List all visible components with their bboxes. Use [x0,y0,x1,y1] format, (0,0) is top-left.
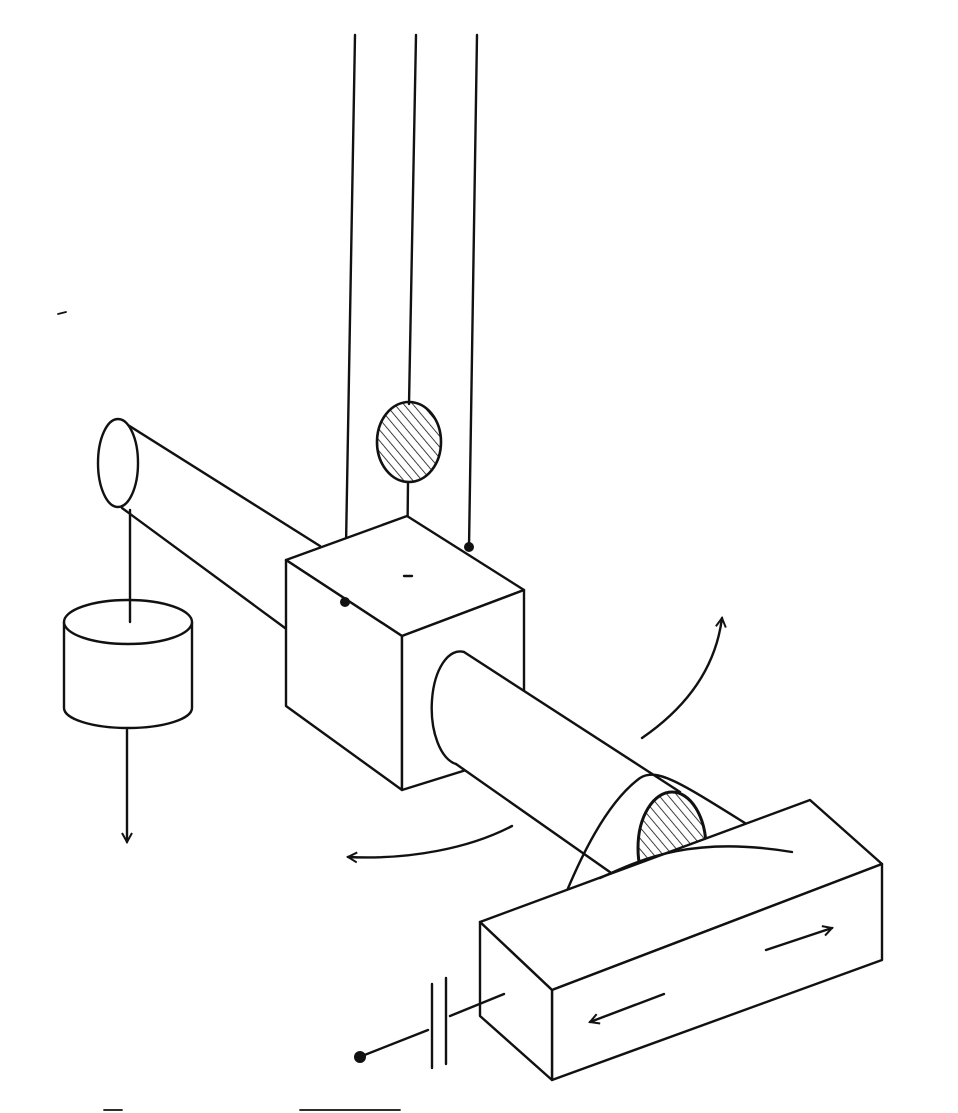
front-rod-back-end [430,650,466,766]
front-rod-body [456,652,672,900]
hatched-mirror-disc [375,400,443,484]
hanging-weight [62,508,194,842]
base-block-side-face [478,920,554,1082]
stray-marks [57,311,401,1111]
rotation-arrow-lower-left [348,824,514,857]
rotation-arrow-upper-right [640,618,722,740]
rear-rod-body [120,420,318,632]
contact-wire-over-block [598,845,794,880]
base-block [478,798,884,1082]
rear-rod-bottom-edge [120,506,287,630]
capacitor [354,976,506,1070]
block-translation-arrow-left [590,992,666,1022]
stray-mark-left [57,311,67,315]
central-cube [284,514,526,792]
weight-body [62,620,194,730]
contact-wire [546,773,794,942]
suspension-wires [343,33,479,604]
terminal-dot [354,1051,366,1063]
left-wire [343,33,357,604]
left-wire-attachment-dot [340,597,350,607]
lead-to-terminal [360,1028,430,1058]
lead-to-block [448,992,506,1018]
center-wire-upper [407,33,418,406]
right-wire-attachment-dot [464,542,474,552]
block-translation-arrow-right [764,928,832,952]
contact-wire-loop [546,773,794,942]
front-rod-top-edge [462,650,682,794]
rear-rod-end-face [96,417,140,509]
right-wire [467,33,479,549]
rear-cylinder-rod [96,417,322,632]
rear-rod-top-edge [118,418,322,548]
weight-top-face [62,598,194,646]
